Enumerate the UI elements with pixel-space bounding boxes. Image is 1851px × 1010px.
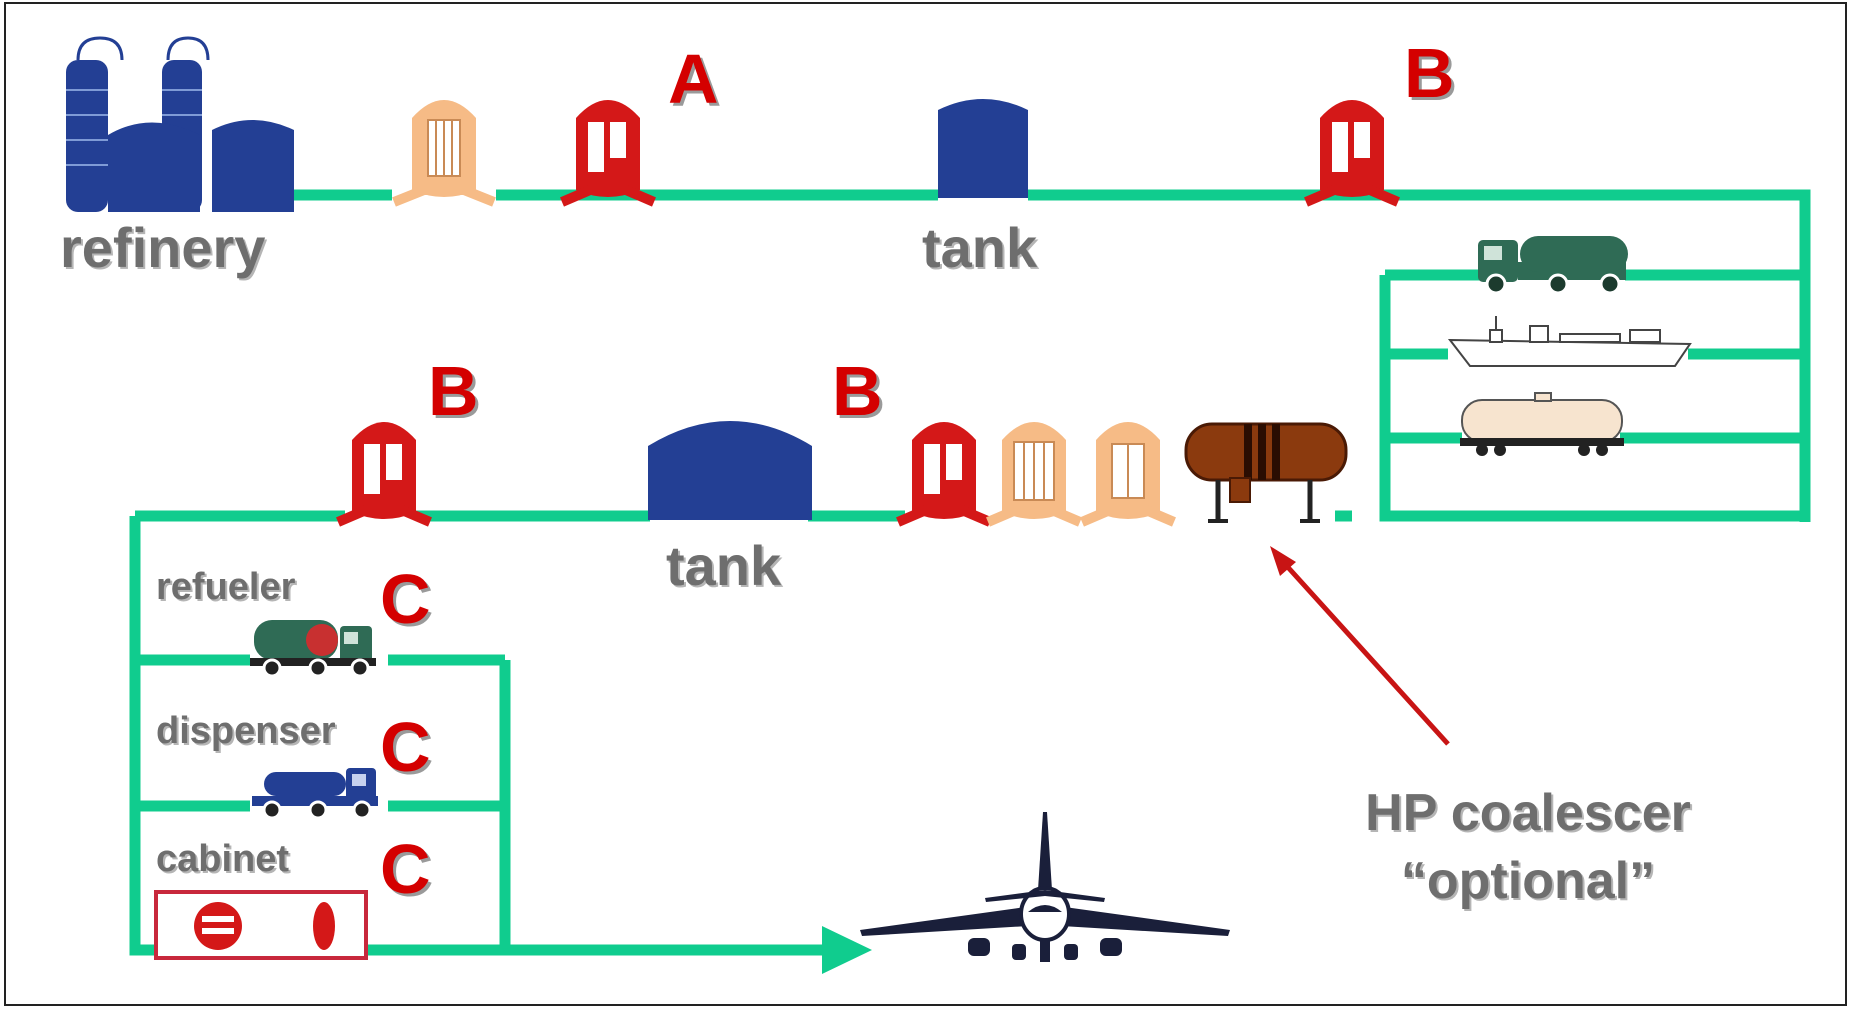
hp-coalescer-optional-note: “optional” xyxy=(1400,851,1656,910)
red-filter-icon xyxy=(560,100,656,207)
refueler-label: refueler xyxy=(156,566,296,608)
top-tank-label: tank xyxy=(922,216,1038,279)
filter-stage-marker-c: C xyxy=(380,708,431,786)
refinery-icon xyxy=(66,36,294,212)
dispenser-label: dispenser xyxy=(156,710,336,752)
diagram-frame xyxy=(4,2,1847,1006)
filter-stage-marker-b: B xyxy=(832,352,883,430)
peach-filter-icon xyxy=(1080,422,1176,527)
filter-stage-marker-b: B xyxy=(428,352,479,430)
rail-tank-car-icon xyxy=(1460,392,1624,456)
middle-tank-label: tank xyxy=(666,534,782,597)
hp-coalescer-icon xyxy=(1184,422,1348,523)
coalescer-pointer-arrow xyxy=(1270,546,1450,746)
storage-tank-icon xyxy=(938,99,1028,198)
storage-tank-icon xyxy=(648,421,812,520)
dispenser-truck-icon xyxy=(252,768,378,820)
hydrant-cabinet-icon xyxy=(154,890,368,960)
tanker-ship-icon xyxy=(1447,316,1692,367)
hp-coalescer-title: HP coalescer xyxy=(1365,784,1691,842)
refueler-truck-icon xyxy=(250,620,376,678)
peach-filter-icon xyxy=(392,100,496,207)
hp-coalescer-caption: HP coalescer “optional” xyxy=(1298,780,1758,915)
filter-stage-marker-c: C xyxy=(380,560,431,638)
filter-stage-marker-b: B xyxy=(1404,34,1455,112)
refinery-label: refinery xyxy=(60,216,266,279)
flow-arrowhead xyxy=(822,926,872,974)
filter-stage-marker-c: C xyxy=(380,830,431,908)
peach-filter-icon xyxy=(986,422,1082,527)
tanker-truck-icon xyxy=(1478,236,1628,295)
cabinet-label: cabinet xyxy=(156,838,290,880)
red-filter-icon xyxy=(896,422,992,527)
aircraft-icon xyxy=(860,812,1230,962)
pipeline xyxy=(129,189,1811,956)
red-filter-icon xyxy=(1304,100,1400,207)
red-filter-icon xyxy=(336,422,432,527)
filter-stage-marker-a: A xyxy=(668,40,719,118)
